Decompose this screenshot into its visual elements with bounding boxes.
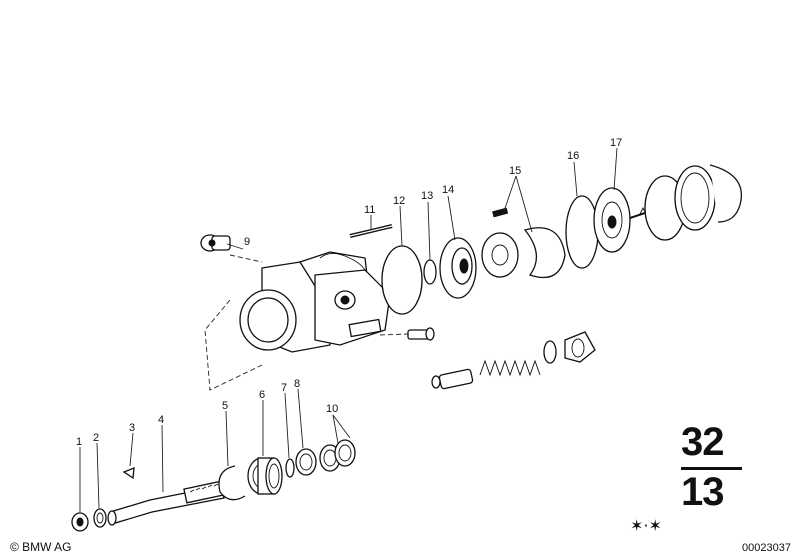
callout-13: 13 bbox=[421, 190, 433, 202]
callout-14: 14 bbox=[442, 184, 454, 196]
leader-lines bbox=[79, 147, 618, 512]
circlip-5 bbox=[218, 465, 246, 501]
group-divider bbox=[681, 467, 742, 470]
group-number-sub: 13 bbox=[681, 470, 724, 514]
callout-2: 2 bbox=[93, 432, 99, 444]
bearing-8 bbox=[295, 448, 317, 476]
callout-16: 16 bbox=[567, 150, 579, 162]
callout-11: 11 bbox=[364, 204, 375, 216]
nut-1 bbox=[71, 512, 89, 532]
callout-12: 12 bbox=[393, 195, 405, 207]
group-number-main: 32 bbox=[681, 420, 724, 464]
plug-9 bbox=[200, 234, 231, 252]
bearing-10 bbox=[319, 439, 356, 472]
washer-2 bbox=[93, 508, 107, 528]
bearing-6 bbox=[247, 457, 283, 495]
o-ring-12 bbox=[381, 245, 423, 315]
callout-6: 6 bbox=[259, 389, 265, 401]
valve-assembly bbox=[431, 331, 596, 390]
callout-15: 15 bbox=[509, 165, 521, 177]
ring-13 bbox=[423, 259, 437, 285]
rotor-15 bbox=[481, 207, 566, 279]
screw-fitting bbox=[379, 327, 435, 341]
callout-7: 7 bbox=[281, 382, 287, 394]
seal-rings-right bbox=[644, 164, 742, 241]
steering-housing bbox=[204, 251, 391, 391]
callout-17: 17 bbox=[610, 137, 622, 149]
key-3 bbox=[122, 466, 135, 480]
callout-labels: 1 2 3 4 5 6 7 8 9 10 11 12 13 14 15 16 1… bbox=[76, 137, 622, 448]
ring-7 bbox=[285, 458, 295, 478]
callout-1: 1 bbox=[76, 436, 82, 448]
callout-3: 3 bbox=[129, 422, 135, 434]
document-number: 00023037 bbox=[742, 542, 791, 554]
plate-14 bbox=[439, 237, 477, 299]
copyright-text: © BMW AG bbox=[10, 540, 72, 554]
asterisk-marks: ✶·✶ bbox=[630, 516, 662, 535]
pin-11 bbox=[349, 224, 393, 238]
callout-5: 5 bbox=[222, 400, 228, 412]
ring-16 bbox=[565, 195, 599, 269]
callout-4: 4 bbox=[158, 414, 164, 426]
callout-8: 8 bbox=[294, 378, 300, 390]
callout-9: 9 bbox=[244, 236, 250, 248]
input-shaft-4 bbox=[107, 480, 225, 526]
callout-10: 10 bbox=[326, 403, 338, 415]
